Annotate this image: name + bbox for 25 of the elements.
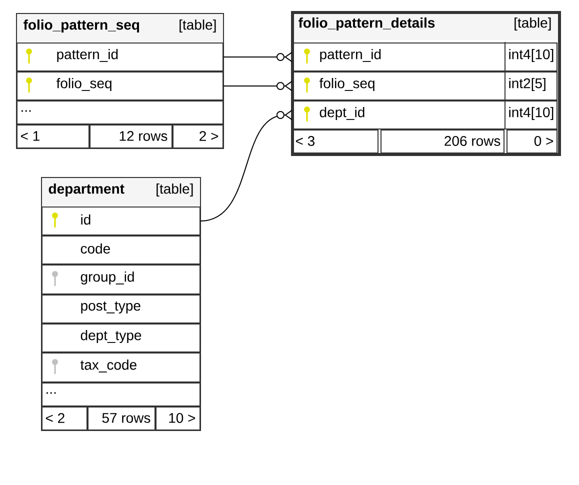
footer-cell: < 1 xyxy=(16,124,90,148)
column-row: post_type xyxy=(42,294,200,324)
footer-cell: < 2 xyxy=(42,406,88,430)
footer-cell: 0 > xyxy=(506,130,558,154)
footer-cell: 57 rows xyxy=(88,406,156,430)
more-row: ... xyxy=(42,382,200,406)
column-row: dept_id int4[10] xyxy=(292,100,558,130)
column-row: code xyxy=(42,236,200,264)
column-row: dept_type xyxy=(42,323,200,352)
column-row: group_id xyxy=(42,264,200,294)
footer-cell: 206 rows xyxy=(380,130,504,154)
footer-cell: 2 > xyxy=(172,124,224,148)
footer-cell: < 3 xyxy=(292,130,378,154)
more-row: ... xyxy=(16,100,224,124)
footer-cell: 12 rows xyxy=(90,124,172,148)
relationship-line xyxy=(200,110,292,222)
column-row: id xyxy=(42,206,200,236)
footer-cell: 10 > xyxy=(156,406,200,430)
column-row: pattern_id int4[10] xyxy=(292,42,558,72)
relationship-line xyxy=(223,80,292,92)
column-row: folio_seq xyxy=(16,72,224,100)
column-row: folio_seq int2[5] xyxy=(292,70,558,100)
relationship-line xyxy=(223,52,292,62)
column-row: pattern_id xyxy=(16,42,224,72)
column-row: tax_code xyxy=(42,352,200,382)
